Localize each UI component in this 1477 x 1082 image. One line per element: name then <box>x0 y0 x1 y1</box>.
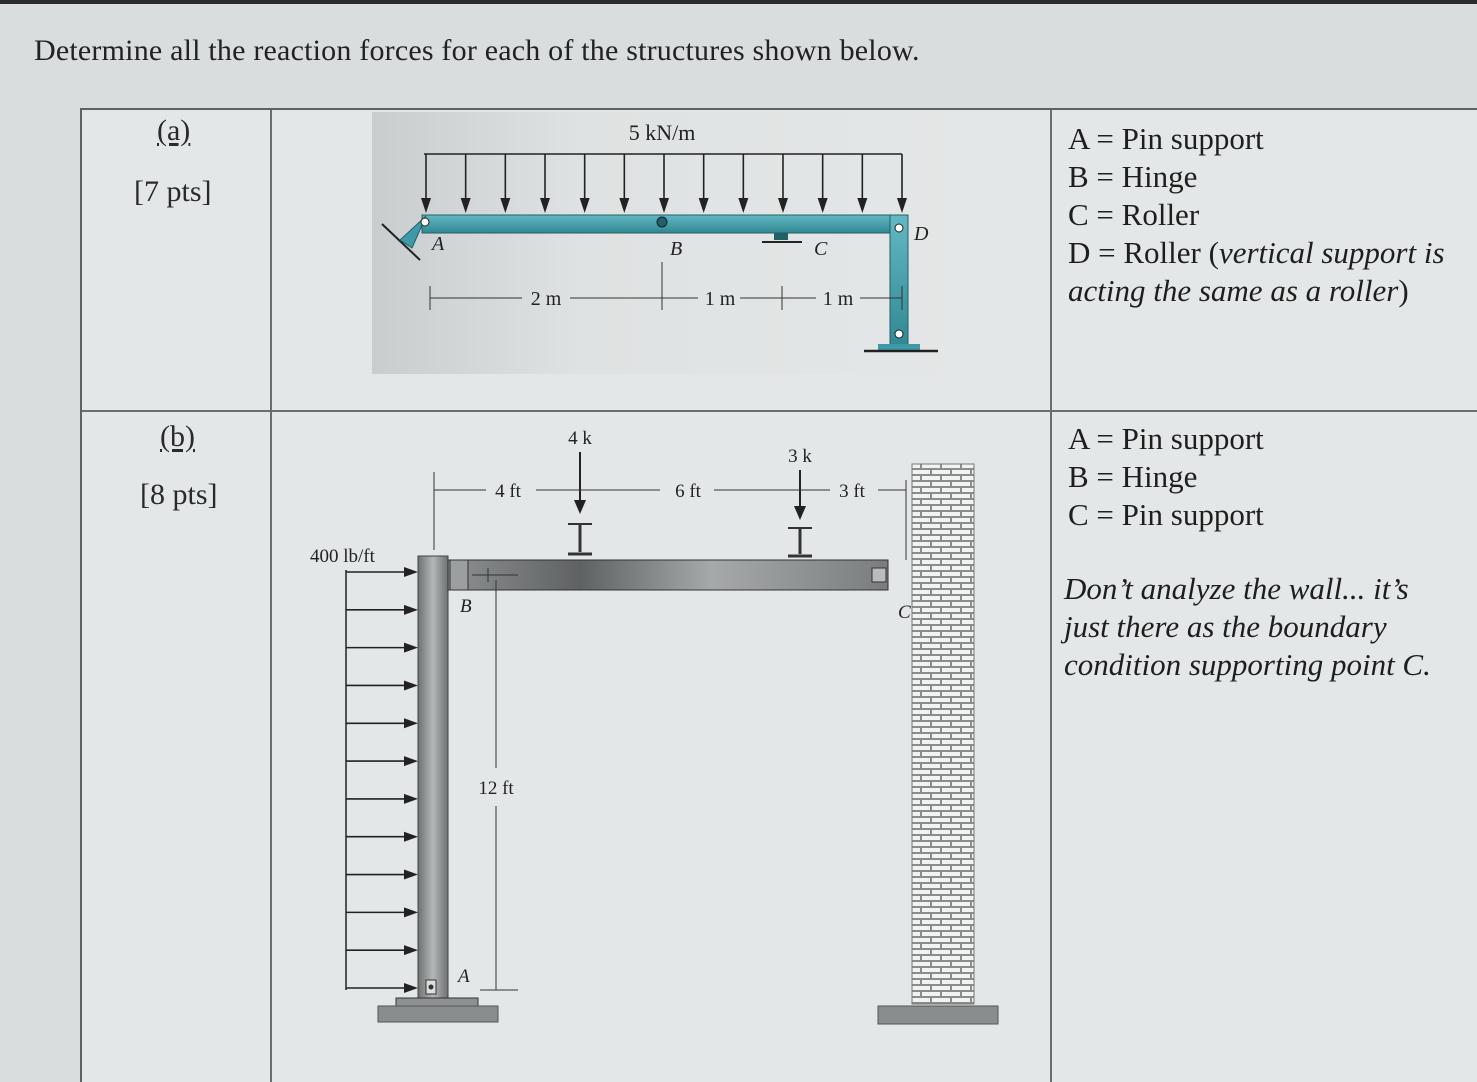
figure-b: 400 lb/ft B C A 4 k 3 k 4 ft 6 ft <box>310 428 999 1025</box>
load-arrow <box>346 756 418 767</box>
load-arrow <box>619 154 630 213</box>
note-a-1: A = Pin support <box>1068 121 1264 156</box>
top-edge <box>0 0 1477 4</box>
load-arrow <box>778 154 788 213</box>
dim-1m-second: 1 m <box>823 288 854 310</box>
remark-line-1: Don’t analyze the wall... it’s <box>1064 571 1409 606</box>
load-arrow <box>346 907 418 918</box>
load-arrow <box>346 642 418 653</box>
roller-support-c <box>762 233 802 243</box>
load-arrow <box>540 154 550 213</box>
point-load-3k-arrow <box>788 470 812 558</box>
column-ab <box>417 555 449 1005</box>
load-arrow <box>738 154 749 213</box>
load-3k-label: 3 k <box>788 446 812 467</box>
note-b-1: A = Pin support <box>1068 421 1264 456</box>
part-b-label: (b) <box>160 420 195 453</box>
load-arrow <box>346 945 418 956</box>
note-a-3: C = Roller <box>1068 197 1200 232</box>
note-b-2: B = Hinge <box>1068 459 1198 494</box>
dim-12ft: 12 ft <box>478 778 514 799</box>
hinge-b-connector <box>449 559 469 591</box>
load-arrow <box>698 154 709 213</box>
pin-support-a <box>381 215 430 261</box>
load-arrow <box>346 869 418 880</box>
note-a-2: B = Hinge <box>1068 159 1198 194</box>
load-arrow <box>897 154 907 213</box>
problem-prompt: Determine all the reaction forces for ea… <box>34 34 920 67</box>
remark-line-2: just there as the boundary <box>1064 609 1387 644</box>
ground-a <box>377 1005 499 1023</box>
point-b-label-b: B <box>460 596 472 617</box>
brick-wall <box>911 463 975 1005</box>
dimension-line-b <box>433 472 907 560</box>
part-a-label: (a) <box>157 114 191 147</box>
part-b-remark: Don’t analyze the wall... it’s just ther… <box>1064 570 1431 684</box>
load-arrow <box>500 154 511 213</box>
note-a-5: acting the same as a roller) <box>1068 273 1409 308</box>
load-arrow <box>346 793 418 804</box>
load-arrow <box>346 718 418 729</box>
load-arrows <box>421 154 907 213</box>
point-b-label: B <box>670 238 682 260</box>
figure-a: 5 kN/m A B C D 2 m 1 m 1 m <box>372 112 972 374</box>
load-arrow <box>346 567 418 577</box>
point-load-4k-arrow <box>568 452 592 556</box>
horizontal-load-arrows <box>346 567 418 993</box>
load-arrow <box>346 680 418 691</box>
column-divider-1 <box>270 110 272 1082</box>
dim-3ft: 3 ft <box>839 481 866 502</box>
load-arrow <box>421 154 431 213</box>
point-a-label: A <box>430 233 445 255</box>
load-arrow <box>579 154 590 213</box>
note-a-4: D = Roller (vertical support is <box>1068 235 1445 270</box>
pin-c-connector <box>871 567 887 583</box>
note-b-3: C = Pin support <box>1068 497 1264 532</box>
load-4k-label: 4 k <box>568 428 592 449</box>
dimension-line-a <box>429 262 903 310</box>
hinge-b <box>656 216 668 228</box>
load-arrow <box>346 831 418 842</box>
remark-line-3: condition supporting point C. <box>1064 647 1431 682</box>
dim-2m: 2 m <box>531 288 562 310</box>
load-label-a: 5 kN/m <box>629 120 696 145</box>
point-a-label-b: A <box>456 966 470 987</box>
dist-load-label: 400 lb/ft <box>310 546 376 567</box>
part-b-points: [8 pts] <box>140 478 218 511</box>
dim-4ft: 4 ft <box>495 481 522 502</box>
load-arrow <box>346 604 418 615</box>
point-d-label: D <box>913 223 929 245</box>
point-c-label: C <box>814 238 828 260</box>
load-arrow <box>460 154 471 213</box>
dim-1m-first: 1 m <box>705 288 736 310</box>
load-arrow <box>817 154 828 213</box>
ground-c <box>877 1005 999 1025</box>
part-a-points: [7 pts] <box>134 175 212 208</box>
figure-a-background <box>372 112 972 374</box>
part-b-notes: A = Pin support B = Hinge C = Pin suppor… <box>1068 420 1264 534</box>
load-arrow <box>346 983 418 993</box>
row-divider <box>82 410 1477 412</box>
column-divider-2 <box>1050 110 1052 1082</box>
load-arrow <box>659 154 669 213</box>
part-a-notes: A = Pin support B = Hinge C = Roller D =… <box>1068 120 1445 310</box>
load-arrow <box>857 154 868 213</box>
point-c-label-b: C <box>898 602 911 623</box>
dim-6ft: 6 ft <box>675 481 702 502</box>
dimension-line-height <box>480 574 518 991</box>
beam-bc <box>447 559 889 591</box>
